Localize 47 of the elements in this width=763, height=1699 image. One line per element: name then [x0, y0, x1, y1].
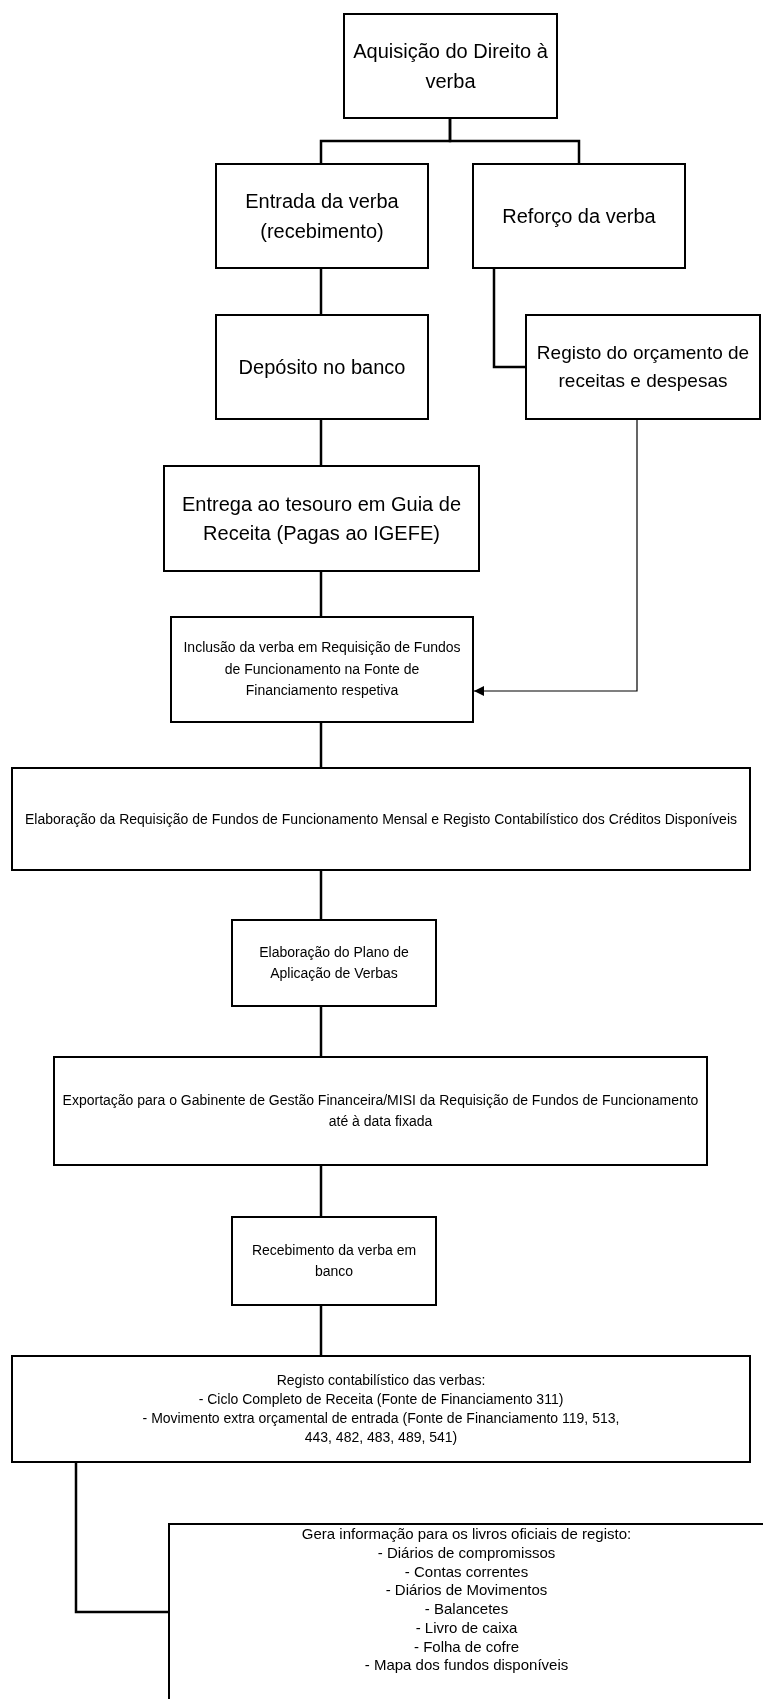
box-text: Registo contabilístico das verbas:	[276, 1371, 486, 1391]
process-box	[53, 1056, 708, 1166]
box-text: Inclusão da verba em Requisição de Fundos de Funcionamento na Fonte de Financiamento respetiva	[182, 637, 462, 701]
list-item: - Movimento extra orçamental de entrada (Fonte de Financiamento 119, 513, 443, 482, 483, 489, 541)	[141, 1409, 621, 1447]
connector-line	[319, 1166, 323, 1216]
box-text: Exportação para o Gabinente de Gestão Financeira/MISI da Requisição de Fundos de Funcionamento até à data fixada	[61, 1091, 700, 1131]
connector-line	[319, 871, 323, 919]
process-box	[472, 163, 686, 269]
box-text: Recebimento da verba em banco	[250, 1241, 418, 1281]
list-item: - Folha de cofre	[413, 1637, 520, 1657]
process-box	[343, 13, 558, 119]
process-box	[11, 1355, 751, 1463]
connector-line	[74, 1463, 168, 1614]
connector-line	[319, 420, 323, 465]
list-item: - Contas correntes	[404, 1562, 529, 1582]
list-item: - Ciclo Completo de Receita (Fonte de Financiamento 311)	[198, 1390, 564, 1409]
box-text: Registo do orçamento de receitas e despesas	[535, 341, 751, 393]
list-item: - Mapa dos fundos disponíveis	[364, 1656, 569, 1675]
process-box	[11, 767, 751, 871]
box-text: Entrada da verba (recebimento)	[244, 189, 400, 244]
connector-line	[319, 1007, 323, 1056]
box-text: Entrega ao tesouro em Guia de Receita (Pagas ao IGEFE)	[180, 491, 463, 546]
process-box	[215, 163, 429, 269]
box-text: Aquisição do Direito à verba	[352, 39, 549, 94]
list-item: - Diários de Movimentos	[385, 1581, 548, 1600]
box-text: Reforço da verba	[502, 204, 656, 229]
box-text: Gera informação para os livros oficiais de registo:	[301, 1525, 632, 1544]
connector-line	[319, 269, 323, 314]
process-box	[231, 1216, 437, 1306]
arrow	[473, 419, 638, 696]
connector-line	[319, 1306, 323, 1355]
process-box	[215, 314, 429, 420]
connector-line	[492, 269, 525, 369]
box-text: Elaboração da Requisição de Fundos de Funcionamento Mensal e Registo Contabilístico dos Créditos Disponíveis	[24, 809, 738, 829]
process-box	[231, 919, 437, 1007]
connector-line	[319, 572, 323, 616]
process-box	[163, 465, 480, 572]
process-box	[525, 314, 761, 420]
list-item: - Livro de caixa	[415, 1618, 518, 1638]
box-text: Depósito no banco	[238, 355, 406, 380]
list-item: - Balancetes	[424, 1600, 509, 1619]
process-box	[170, 616, 474, 723]
connector-line	[448, 119, 581, 163]
box-text: Elaboração do Plano de Aplicação de Verbas	[258, 943, 410, 983]
connector-line	[319, 723, 323, 767]
process-box	[168, 1523, 763, 1699]
list-item: - Diários de compromissos	[377, 1543, 556, 1563]
